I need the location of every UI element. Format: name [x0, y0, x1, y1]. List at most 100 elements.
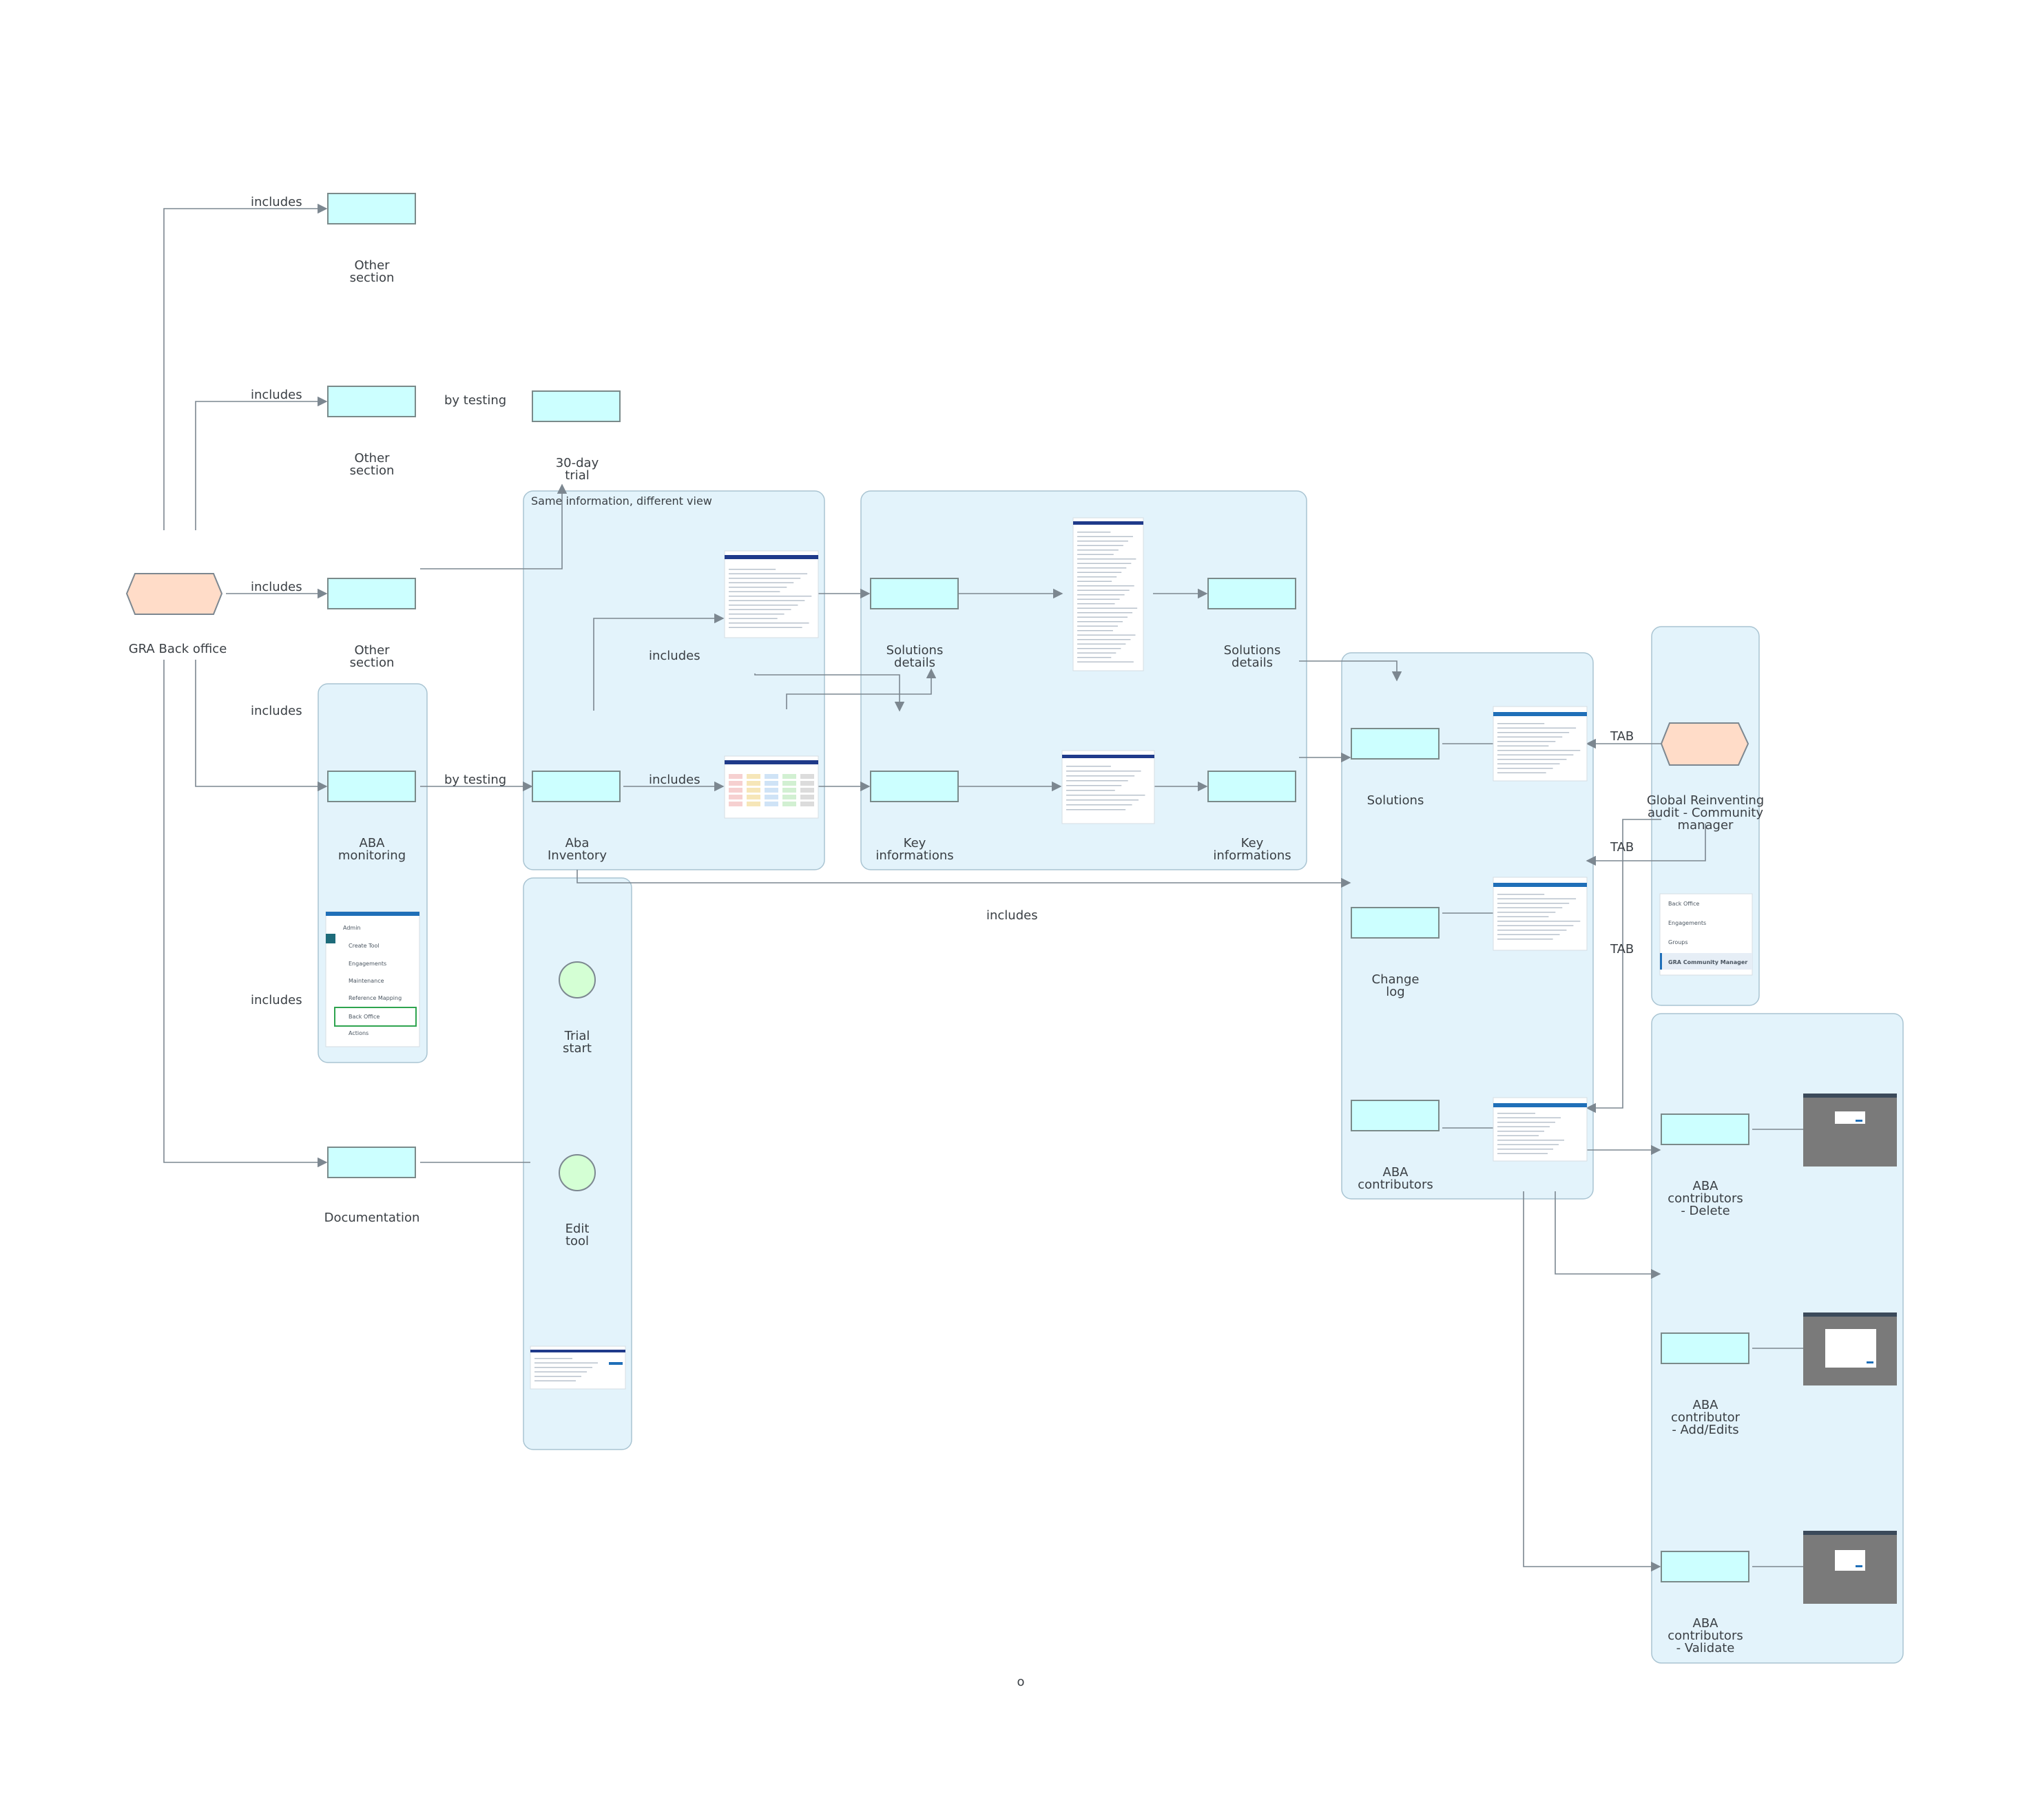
thumbnail-line	[1497, 934, 1560, 935]
other-section-node[interactable]	[327, 578, 416, 609]
tab-item[interactable]: Engagements	[1668, 920, 1706, 926]
thumbnail-line	[1497, 736, 1563, 738]
thumbnail-line	[1497, 1135, 1539, 1136]
change-log-screenshot	[1493, 877, 1588, 951]
thumbnail-line	[1077, 603, 1115, 605]
thumbnail-line	[1077, 532, 1111, 533]
edge-label-includes: includes	[251, 195, 302, 209]
gra-back-office-hexagon[interactable]	[125, 573, 223, 615]
thumbnail-line	[729, 600, 805, 601]
thumbnail-line	[729, 596, 812, 597]
menu-item[interactable]: Actions	[349, 1030, 368, 1036]
thumbnail-line	[1497, 1144, 1559, 1145]
thumbnail-card	[729, 788, 742, 793]
tab-item-selected[interactable]: GRA Community Manager	[1668, 959, 1747, 965]
documentation-node[interactable]	[327, 1147, 416, 1178]
solutions-node[interactable]	[1351, 728, 1440, 760]
tab-item[interactable]: Groups	[1668, 939, 1688, 945]
thumbnail-card	[729, 781, 742, 786]
thumbnail-line	[1066, 809, 1126, 810]
trial-start-circle[interactable]	[559, 961, 596, 998]
solutions-details-node[interactable]	[870, 578, 959, 609]
change-log-node[interactable]	[1351, 907, 1440, 939]
thumbnail-line	[1077, 558, 1136, 560]
documentation-label: Documentation	[324, 1211, 420, 1225]
menu-item[interactable]: Engagements	[349, 961, 386, 967]
thumbnail-line	[534, 1371, 587, 1372]
thumbnail-card	[782, 781, 796, 786]
thumbnail-card	[765, 774, 778, 779]
thumbnail-line	[1066, 790, 1115, 791]
thumbnail-line	[1066, 799, 1139, 801]
inventory-cards-thumbnail	[724, 755, 819, 819]
thumbnail-line	[1497, 1113, 1535, 1114]
aba-inventory-node[interactable]	[532, 771, 621, 802]
thumbnail-line	[1497, 1153, 1548, 1154]
thumbnail-card	[765, 802, 778, 806]
group-inventory-title: Same information, different view	[531, 494, 712, 508]
thumbnail-line	[729, 569, 776, 570]
thumbnail-line	[1077, 589, 1130, 591]
thumbnail-line	[729, 623, 809, 624]
other-section-node[interactable]	[327, 193, 416, 224]
other-section-node[interactable]	[327, 386, 416, 417]
thumbnail-line	[1077, 598, 1120, 600]
aba-contrib-addedits-node[interactable]	[1661, 1332, 1749, 1364]
group-solutions	[1341, 652, 1594, 1200]
thumbnail-line	[1497, 1122, 1555, 1123]
thumbnail-line	[1497, 763, 1560, 764]
thumbnail-line	[1066, 804, 1132, 806]
menu-item[interactable]: Create Tool	[349, 943, 380, 949]
thumbnail-line	[1497, 759, 1567, 760]
thumbnail-line	[1077, 612, 1133, 614]
thumbnail-line	[1077, 550, 1119, 551]
solutions-details-node[interactable]	[1207, 578, 1296, 609]
thumbnail-line	[1497, 912, 1556, 913]
aba-contrib-validate-node[interactable]	[1661, 1551, 1749, 1582]
thumbnail-line	[1497, 894, 1545, 895]
thumbnail-line	[1077, 567, 1127, 569]
contributors-screenshot	[1493, 1097, 1588, 1162]
thumbnail-line	[1077, 580, 1112, 582]
thumbnail-line	[729, 614, 785, 615]
edge-label-tab: TAB	[1610, 729, 1634, 744]
thumbnail-line	[1497, 772, 1546, 773]
thumbnail-line	[729, 627, 802, 628]
edit-tool-thumbnail	[530, 1346, 626, 1390]
menu-item[interactable]: Maintenance	[349, 978, 384, 984]
aba-contrib-delete-node[interactable]	[1661, 1113, 1749, 1145]
thumbnail-card	[765, 788, 778, 793]
community-manager-hexagon[interactable]	[1660, 722, 1749, 766]
thumbnail-line	[1497, 925, 1574, 926]
tab-item[interactable]: Back Office	[1668, 901, 1699, 907]
thumbnail-line	[534, 1358, 572, 1359]
edit-tool-circle[interactable]	[559, 1154, 596, 1191]
thumbnail-card	[800, 802, 814, 806]
thumbnail-line	[1497, 921, 1581, 922]
aba-monitoring-node[interactable]	[327, 771, 416, 802]
menu-item[interactable]: Reference Mapping	[349, 995, 402, 1001]
key-informations-node[interactable]	[870, 771, 959, 802]
thumbnail-card	[782, 795, 796, 799]
group-details	[860, 490, 1307, 870]
thumbnail-card	[800, 795, 814, 799]
thumbnail-line	[1497, 916, 1549, 917]
thumbnail-line	[1077, 594, 1125, 596]
trial-30-day-node[interactable]	[532, 390, 621, 422]
edge-label-by-testing: by testing	[444, 393, 506, 408]
gra-back-office-label: GRA Back office	[129, 642, 227, 656]
thumbnail-line	[1077, 536, 1133, 537]
aba-contributors-node[interactable]	[1351, 1100, 1440, 1131]
thumbnail-card	[800, 774, 814, 779]
thumbnail-line	[1497, 750, 1581, 751]
menu-item-selected[interactable]: Back Office	[349, 1014, 380, 1020]
key-informations-node[interactable]	[1207, 771, 1296, 802]
thumbnail-line	[1497, 1126, 1550, 1127]
thumbnail-line	[1077, 541, 1128, 542]
thumbnail-card	[782, 774, 796, 779]
